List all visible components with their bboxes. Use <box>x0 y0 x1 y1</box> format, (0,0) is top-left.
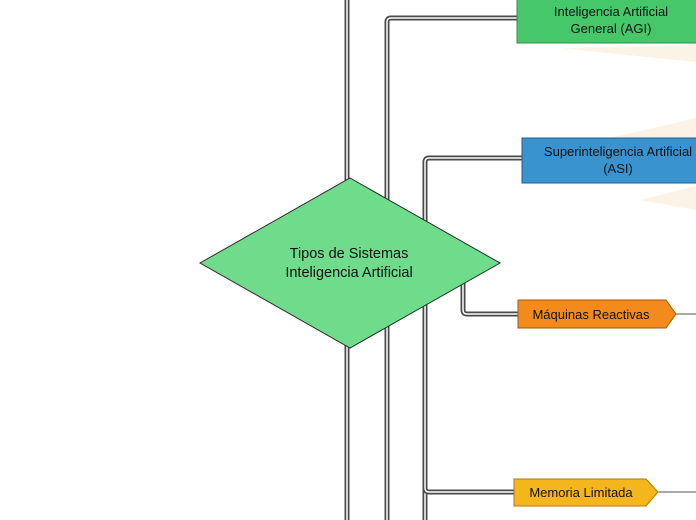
node-reactive-tag[interactable] <box>517 299 677 329</box>
node-asi[interactable]: Superinteligencia Artificial (ASI) <box>521 137 696 184</box>
node-reactive-label: Máquinas Reactivas <box>532 307 650 322</box>
connector-reactive <box>460 283 518 317</box>
node-limited-tag[interactable] <box>513 478 659 507</box>
root-label-line1: Tipos de Sistemas <box>290 246 409 262</box>
background-glow <box>560 45 696 210</box>
node-agi-label-line2: General (AGI) <box>571 21 652 36</box>
glow-asi-lower <box>640 186 696 210</box>
connector-limited <box>422 480 514 495</box>
root-diamond-shape[interactable] <box>198 177 502 349</box>
glow-agi <box>560 45 696 62</box>
node-limited[interactable]: Memoria Limitada <box>513 478 659 507</box>
node-agi-box[interactable] <box>516 0 696 44</box>
connector-asi <box>422 155 522 520</box>
connector-agi <box>384 15 517 520</box>
node-agi[interactable]: Inteligencia Artificial General (AGI) <box>516 0 696 44</box>
glow-asi-upper <box>610 118 696 140</box>
node-limited-label: Memoria Limitada <box>529 485 633 500</box>
node-agi-label-line1: Inteligencia Artificial <box>554 4 668 19</box>
root-label-line2: Inteligencia Artificial <box>285 265 412 281</box>
node-asi-label-line1: Superinteligencia Artificial <box>544 144 692 159</box>
node-asi-label-line2: (ASI) <box>603 161 633 176</box>
node-reactive[interactable]: Máquinas Reactivas <box>517 299 677 329</box>
root-node[interactable]: Tipos de Sistemas Inteligencia Artificia… <box>198 177 502 349</box>
node-asi-box[interactable] <box>521 137 696 184</box>
